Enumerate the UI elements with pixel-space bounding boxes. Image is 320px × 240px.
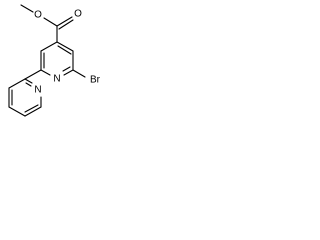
ring-a-bond-3	[63, 69, 74, 76]
bond-biaryl	[24, 69, 42, 80]
bromine-label: Br	[90, 75, 101, 86]
pyridine-nitrogen-label: N	[53, 74, 60, 85]
carbonyl-oxygen-label: O	[74, 9, 82, 20]
ring-a-bond-1-inner	[57, 45, 72, 55]
bond-o-carbonyl	[43, 17, 58, 27]
ring-a-bond-4	[40, 69, 51, 76]
ring-b-bond-3	[24, 106, 42, 117]
bond-carbonyl-double-b	[58, 19, 74, 30]
ring-a-bond-1	[56, 41, 74, 52]
ring-b-bond-6	[8, 78, 26, 89]
bond-methyl-o	[20, 4, 34, 13]
bond-ring-br	[72, 69, 86, 78]
ring-b-bond-4	[8, 106, 26, 117]
ring-b-bond-1	[24, 78, 33, 84]
ring-a-bond-6	[40, 41, 58, 52]
ring-b-bond-1-inner	[25, 82, 32, 87]
ring-a-bond-3-inner	[62, 66, 71, 72]
ring-b-bond-3-inner	[24, 104, 39, 113]
ester-oxygen-label: O	[34, 10, 42, 21]
bond-carbonyl-double-a	[56, 16, 73, 27]
bipyridine-nitrogen-label: N	[34, 85, 41, 96]
molecule-structure: O O N N Br	[8, 4, 101, 117]
